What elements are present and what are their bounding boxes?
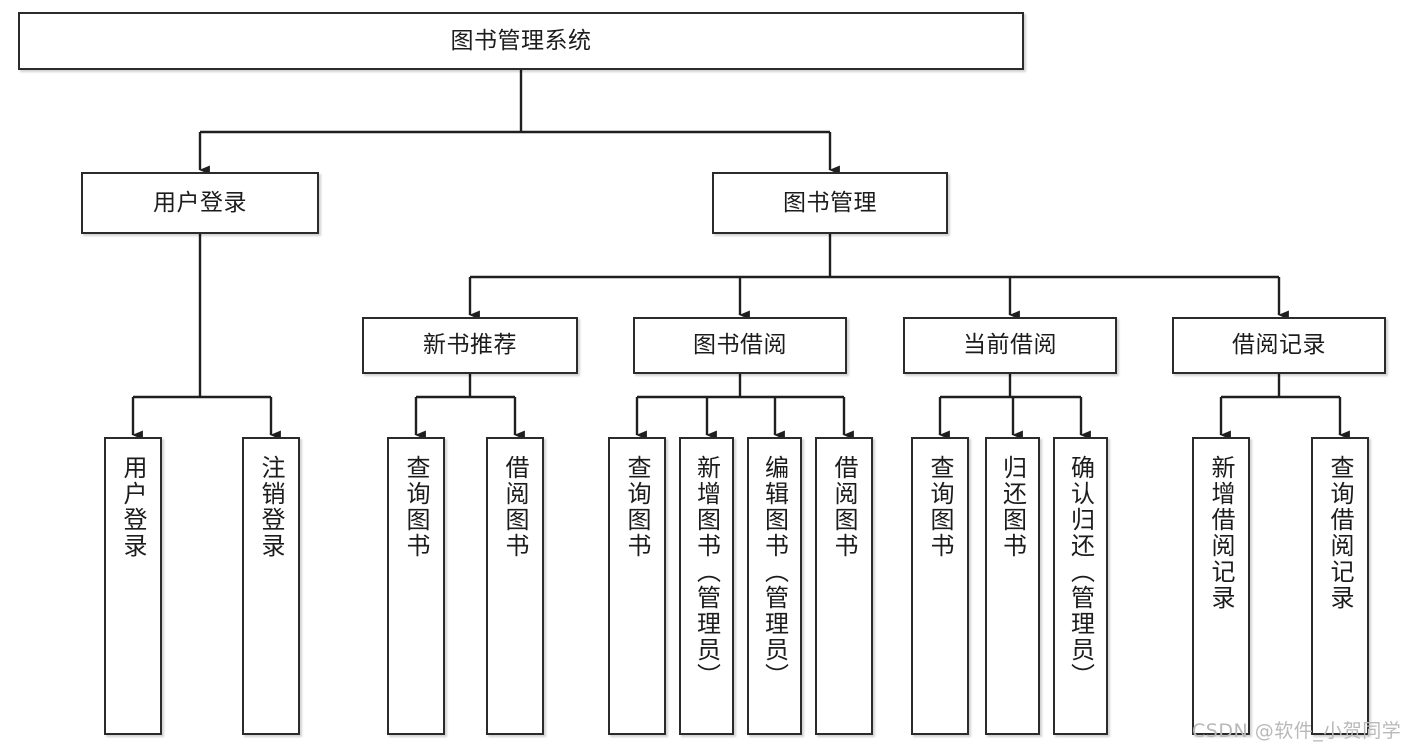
diagram-node-leaf13[interactable]: 查询借阅记录 <box>1311 437 1369 735</box>
diagram-node-label: 图书管理系统 <box>450 27 592 54</box>
diagram-node-label: 借阅图书 <box>501 455 529 559</box>
diagram-node-label: 新书推荐 <box>423 332 517 359</box>
diagram-node-leaf9[interactable]: 查询图书 <box>911 437 969 735</box>
diagram-node-label: 用户登录 <box>119 455 147 559</box>
diagram-node-label: 借阅记录 <box>1232 332 1326 359</box>
diagram-node-records[interactable]: 借阅记录 <box>1172 317 1386 374</box>
diagram-node-leaf12[interactable]: 新增借阅记录 <box>1192 437 1250 735</box>
diagram-node-label: 图书管理 <box>783 189 877 216</box>
diagram-node-leaf8[interactable]: 借阅图书 <box>815 437 873 735</box>
diagram-node-label: 注销登录 <box>257 455 285 559</box>
diagram-node-borrow[interactable]: 图书借阅 <box>633 317 847 374</box>
diagram-node-leaf5[interactable]: 查询图书 <box>608 437 666 735</box>
diagram-node-label: 新增图书（管理员） <box>692 455 721 689</box>
diagram-node-leaf7[interactable]: 编辑图书（管理员） <box>747 437 802 735</box>
diagram-node-current[interactable]: 当前借阅 <box>903 317 1117 374</box>
csdn-watermark: CSDN @软件_小贺同学 <box>1192 720 1402 742</box>
diagram-node-leaf10[interactable]: 归还图书 <box>985 437 1040 735</box>
diagram-node-label: 确认归还（管理员） <box>1066 455 1095 689</box>
diagram-node-leaf11[interactable]: 确认归还（管理员） <box>1053 437 1108 735</box>
diagram-node-label: 用户登录 <box>153 189 247 216</box>
diagram-node-leaf1[interactable]: 用户登录 <box>104 437 162 735</box>
diagram-node-label: 查询图书 <box>623 455 651 559</box>
diagram-node-label: 借阅图书 <box>830 455 858 559</box>
diagram-node-label: 查询图书 <box>402 455 430 559</box>
diagram-node-root[interactable]: 图书管理系统 <box>18 12 1024 70</box>
diagram-node-label: 编辑图书（管理员） <box>760 455 789 689</box>
diagram-node-label: 查询借阅记录 <box>1326 455 1354 611</box>
diagram-node-label: 新增借阅记录 <box>1207 455 1235 611</box>
diagram-node-label: 图书借阅 <box>693 332 787 359</box>
diagram-node-label: 当前借阅 <box>963 332 1057 359</box>
diagram-node-login[interactable]: 用户登录 <box>81 172 319 234</box>
diagram-node-label: 查询图书 <box>926 455 954 559</box>
diagram-node-label: 归还图书 <box>998 455 1027 559</box>
diagram-node-bookmgmt[interactable]: 图书管理 <box>712 172 948 234</box>
diagram-node-leaf2[interactable]: 注销登录 <box>242 437 300 735</box>
diagram-node-newbook[interactable]: 新书推荐 <box>362 317 578 374</box>
diagram-node-leaf3[interactable]: 查询图书 <box>387 437 445 735</box>
diagram-node-leaf4[interactable]: 借阅图书 <box>486 437 544 735</box>
diagram-node-leaf6[interactable]: 新增图书（管理员） <box>679 437 734 735</box>
